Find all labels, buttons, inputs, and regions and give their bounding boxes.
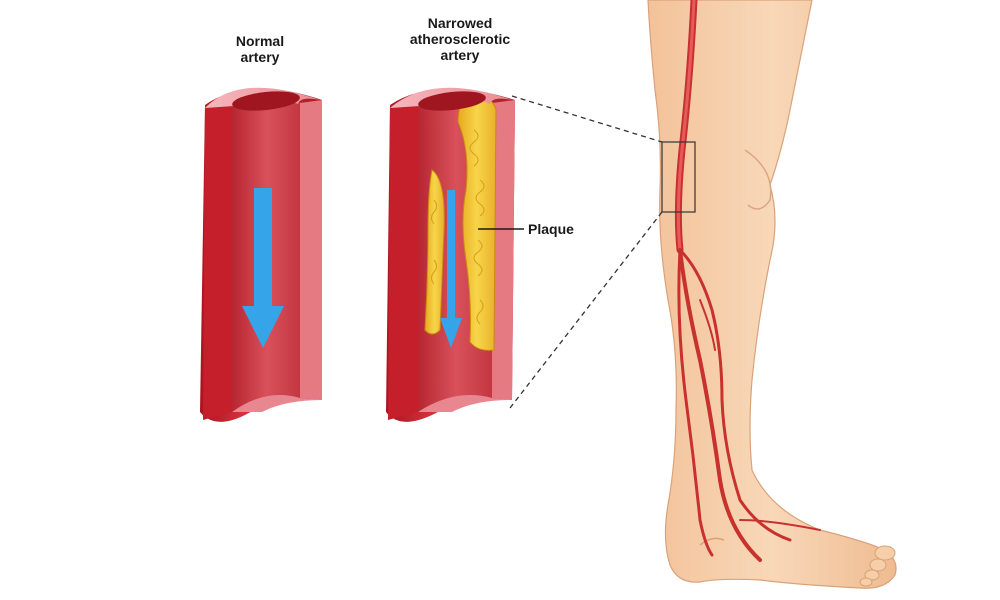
leg-arteries — [674, 0, 821, 562]
normal-artery-label: Normal artery — [215, 33, 305, 65]
plaque-deposit-right — [457, 95, 497, 351]
normal-artery-label-line2: artery — [240, 49, 280, 65]
narrowed-artery-label: Narrowed atherosclerotic artery — [385, 15, 535, 63]
ankle-contour — [699, 537, 725, 546]
narrowed-artery-wall-cut — [492, 100, 515, 400]
normal-artery-wall-cut — [300, 100, 322, 400]
normal-artery — [200, 87, 322, 422]
toes — [859, 545, 896, 587]
narrowed-artery — [386, 87, 524, 422]
narrowed-artery-bottom-rim — [418, 395, 512, 412]
normal-artery-bottom-rim — [232, 395, 322, 412]
narrowed-artery-opening — [418, 91, 486, 111]
narrowed-artery-label-line1: Narrowed — [427, 15, 493, 31]
knee-contour — [744, 149, 772, 210]
normal-artery-opening — [232, 91, 300, 111]
narrowed-artery-left-wall — [388, 105, 418, 420]
zoom-connector-lines — [509, 95, 663, 409]
narrowed-artery-label-line2: atherosclerotic — [409, 31, 511, 47]
plaque-label: Plaque — [528, 221, 574, 237]
normal-artery-left-wall — [203, 105, 232, 420]
leg-silhouette — [647, 0, 897, 589]
plaque-deposit-left — [424, 169, 445, 335]
normal-artery-label-line1: Normal — [235, 33, 285, 49]
zoom-box — [661, 141, 696, 213]
leg-illustration — [647, 0, 897, 589]
normal-flow-arrow-icon — [242, 188, 284, 348]
plaque-texture — [431, 129, 485, 325]
narrowed-artery-label-line3: artery — [440, 47, 480, 63]
narrowed-flow-arrow-icon — [440, 190, 462, 348]
